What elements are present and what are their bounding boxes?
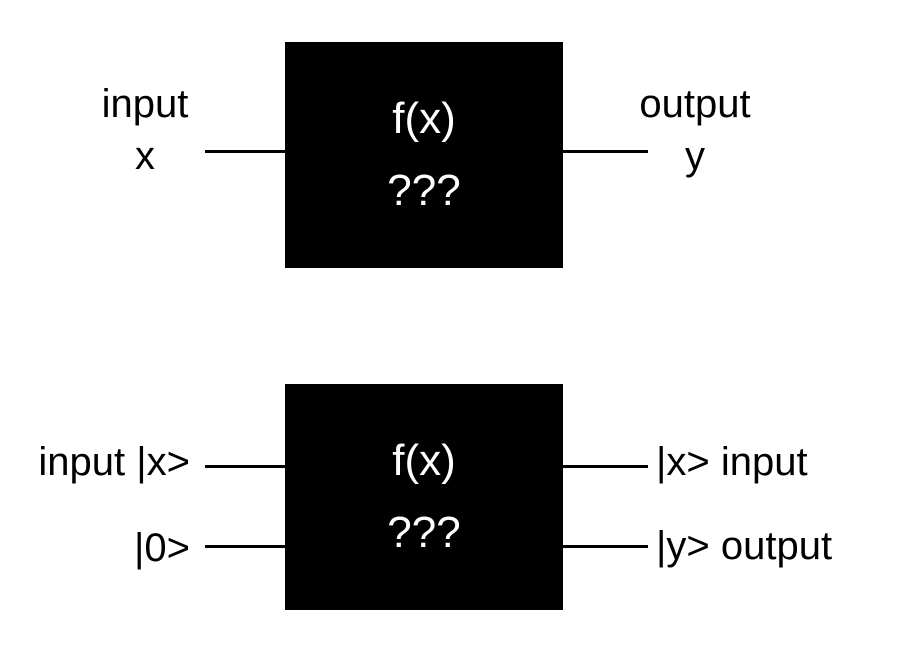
quantum-input-x-label: input |x> [38,440,190,484]
classical-function-box: f(x) ??? [285,42,563,268]
quantum-output-y-wire [563,545,648,548]
quantum-input-x-wire [205,465,286,468]
quantum-unknown-label: ??? [387,508,461,557]
classical-input-wire [205,150,286,153]
quantum-ancilla-wire [205,545,286,548]
quantum-output-x-label: |x> input [656,440,808,484]
classical-unknown-label: ??? [387,166,461,215]
quantum-function-box: f(x) ??? [285,384,563,610]
classical-output-wire [563,150,648,153]
classical-function-label: f(x) [392,94,456,143]
classical-output-label: output [639,82,751,126]
quantum-output-y-label: |y> output [656,524,833,568]
classical-output-var: y [685,134,705,178]
quantum-ancilla-label: |0> [134,526,190,570]
classical-input-var: x [135,134,155,178]
classical-input-label: input [101,82,189,126]
quantum-output-x-wire [563,465,648,468]
quantum-function-label: f(x) [392,436,456,485]
